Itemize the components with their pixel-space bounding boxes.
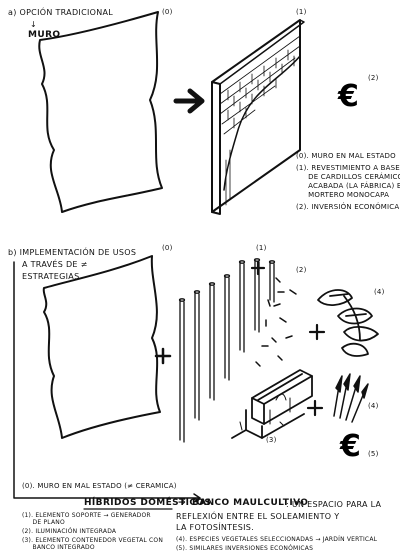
euro-icon-a: € (338, 79, 359, 114)
legend-item: (3). ELEMENTO CONTENEDOR VEGETAL CON (22, 537, 164, 544)
plus-sign-2 (250, 260, 266, 276)
legend-item: (4). ESPECIES VEGETALES SELECCIONADAS → … (176, 536, 378, 543)
headline-arrow: → (178, 498, 186, 508)
legend-item: (2). ILUMINACIÓN INTEGRADA (22, 528, 117, 535)
section-a-subtitle: MURO (28, 30, 61, 40)
wall-bad-state-a (38, 11, 163, 213)
plant-leaves (317, 289, 379, 357)
section-a-title: a) OPCIÓN TRADICIONAL (8, 8, 114, 17)
section-b-title: A TRAVÉS DE ≠ (22, 260, 88, 269)
section-a-note: ACABADA (LA FÁBRICA) EN (296, 182, 400, 190)
section-a-label-1: (1) (296, 8, 307, 16)
wall-bad-state-b (42, 255, 161, 439)
euro-icon-b: € (340, 429, 361, 464)
legend-item: BANCO INTEGRADO (22, 544, 95, 551)
section-b-label-4a: (4) (374, 288, 385, 296)
section-b-title: ESTRATEGIAS (22, 272, 80, 281)
section-b-label-1: (1) (256, 244, 267, 252)
section-a-label-0: (0) (162, 8, 173, 16)
brick-wall-a (211, 19, 305, 215)
section-a-note: (0). MURO EN MAL ESTADO (296, 152, 396, 160)
headline-desc-line: LA FOTOSÍNTESIS. (176, 523, 254, 532)
bracket-line-b (13, 261, 201, 503)
section-b-label-2: (2) (296, 266, 307, 274)
planter-bench (231, 369, 313, 439)
section-b-label-0: (0) (162, 244, 173, 252)
section-b-euro-label: (5) (368, 450, 379, 458)
headline-desc-line: REFLEXIÓN ENTRE EL SOLEAMIENTO Y (176, 512, 340, 521)
arrow-right-a (173, 88, 205, 114)
plant-stalks (333, 373, 369, 423)
headline-left: HÍBRIDOS DOMÉSTICOS (84, 498, 212, 508)
section-a-arrow: ↓ (30, 20, 38, 29)
legend-item: DE PLANO (22, 519, 65, 526)
plus-sign-1 (154, 347, 172, 365)
section-b-label-3: (3) (266, 436, 277, 444)
plus-sign-3 (308, 323, 326, 341)
section-a-euro-label: (2) (368, 74, 379, 82)
section-a-note: DE CARDILLOS CERÁMICOS (296, 173, 400, 181)
legend-item: (5). SIMILARES INVERSIONES ECONÓMICAS (176, 545, 314, 552)
section-a-note: (2). INVERSIÓN ECONÓMICA (296, 203, 400, 211)
lighting-dashes (255, 277, 297, 367)
section-b-label-4b: (4) (368, 402, 379, 410)
plus-sign-4 (306, 399, 324, 417)
section-a-note: (1). REVESTIMIENTO A BASE (296, 164, 400, 172)
section-b-title: b) IMPLEMENTACIÓN DE USOS (8, 248, 137, 257)
support-rods (178, 258, 276, 443)
section-b-wall-note: (0). MURO EN MAL ESTADO (≠ CERAMICA) (22, 482, 177, 490)
headline-desc: : UN ESPACIO PARA LA (286, 500, 382, 509)
legend-item: (1). ELEMENTO SOPORTE → GENERADOR (22, 512, 151, 519)
section-a-note: MORTERO MONOCAPA (296, 191, 390, 199)
headline-right: BANCO MAULCULTIVO (192, 498, 309, 508)
